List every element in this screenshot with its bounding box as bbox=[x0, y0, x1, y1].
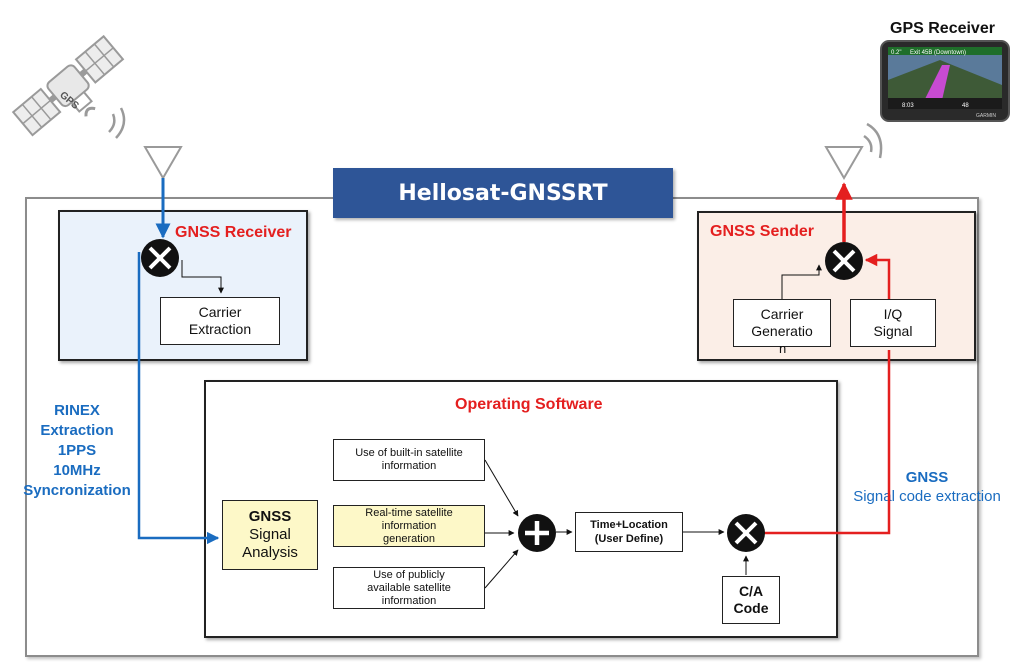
time-location-box: Time+Location (User Define) bbox=[575, 512, 683, 552]
public-info-label: Use of publicly available satellite info… bbox=[367, 568, 451, 607]
satellite-icon: GPS bbox=[11, 34, 126, 139]
realtime-info-box: Real-time satellite information generati… bbox=[333, 505, 485, 547]
carrier-generation-box: Carrier Generatio bbox=[733, 299, 831, 347]
mhz-label: 10MHz bbox=[53, 462, 101, 479]
builtin-info-label: Use of built-in satellite information bbox=[355, 447, 463, 472]
ca-code-box: C/A Code bbox=[722, 576, 780, 624]
public-to-sum bbox=[484, 549, 519, 589]
carrier-generation-to-mixer bbox=[781, 264, 822, 299]
extraction-label: Extraction bbox=[40, 422, 114, 439]
ca-code-label: C/A Code bbox=[733, 583, 769, 616]
gps-screen-speed: 48 bbox=[962, 103, 969, 109]
operating-software-title: Operating Software bbox=[455, 396, 603, 413]
receiver-antenna-icon bbox=[143, 146, 183, 180]
syncronization-label: Syncronization bbox=[23, 482, 131, 499]
rinex-label: RINEX bbox=[54, 402, 100, 419]
sender-mixer-icon bbox=[825, 242, 863, 280]
receiver-to-analysis-path bbox=[137, 252, 220, 545]
system-title: Hellosat-GNSSRT bbox=[333, 168, 673, 218]
iq-signal-box: I/Q Signal bbox=[850, 299, 936, 347]
sum-icon bbox=[518, 514, 556, 552]
gnss-analysis-line1: GNSS bbox=[248, 508, 292, 525]
gnss-analysis-line3: Analysis bbox=[242, 544, 298, 561]
gnss-sender-title: GNSS Sender bbox=[710, 223, 815, 240]
iq-to-mixer-path bbox=[864, 253, 891, 299]
gnss-signal-analysis-box: GNSS Signal Analysis bbox=[222, 500, 318, 570]
gps-screen-exit: Exit 45B (Downtown) bbox=[910, 50, 966, 56]
builtin-to-sum bbox=[484, 459, 519, 517]
gps-receiver-device: 0.2" Exit 45B (Downtown) 8:03 48 GARMIN bbox=[880, 40, 1010, 122]
code-to-iq-path bbox=[762, 350, 891, 535]
public-info-box: Use of publicly available satellite info… bbox=[333, 567, 485, 609]
carrier-generation-overflow: n bbox=[779, 341, 787, 356]
receiver-mixer-icon bbox=[141, 239, 179, 277]
rinex-sync-label: RINEX Extraction 1PPS 10MHz Syncronizati… bbox=[14, 401, 140, 501]
sender-antenna-icon bbox=[824, 122, 883, 180]
pps-label: 1PPS bbox=[57, 442, 97, 459]
carrier-generation-label: Carrier Generatio bbox=[751, 306, 813, 339]
gps-screen-time: 8:03 bbox=[902, 103, 914, 109]
gnss-receiver-title: GNSS Receiver bbox=[175, 224, 292, 241]
builtin-info-box: Use of built-in satellite information bbox=[333, 439, 485, 481]
gnss-analysis-line2: Signal bbox=[249, 526, 291, 543]
carrier-extraction-box: Carrier Extraction bbox=[160, 297, 280, 345]
realtime-info-label: Real-time satellite information generati… bbox=[365, 506, 453, 545]
mixer-to-carrier-extraction bbox=[181, 260, 224, 294]
gnss-label-right: GNSS bbox=[905, 469, 949, 486]
time-location-label: Time+Location (User Define) bbox=[590, 519, 668, 545]
code-mixer-icon bbox=[727, 514, 765, 552]
gps-brand-logo: GARMIN bbox=[976, 113, 996, 119]
carrier-extraction-label: Carrier Extraction bbox=[188, 304, 252, 337]
gps-screen-distance: 0.2" bbox=[891, 50, 901, 56]
iq-signal-label: I/Q Signal bbox=[873, 306, 913, 339]
gps-receiver-label: GPS Receiver bbox=[890, 20, 995, 37]
